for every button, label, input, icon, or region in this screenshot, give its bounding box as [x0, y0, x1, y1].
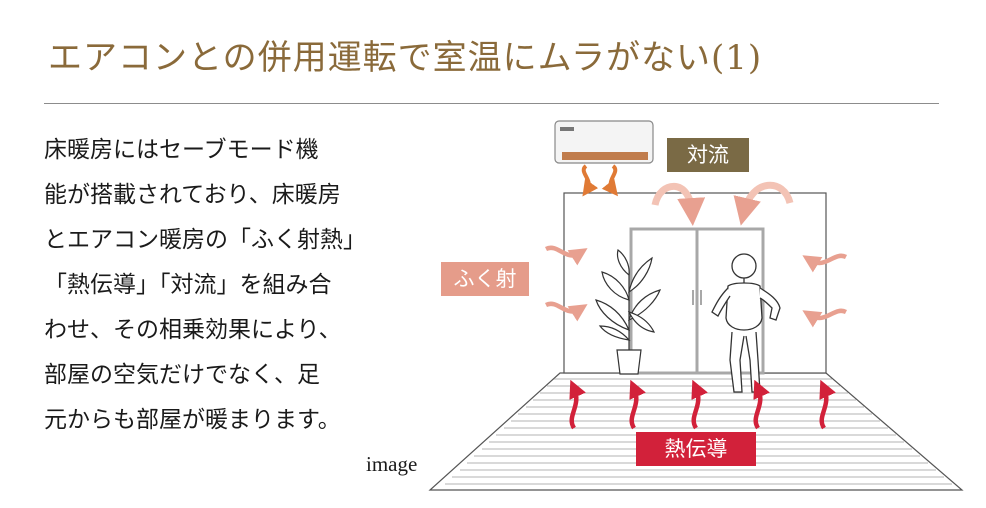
radiation-label: ふく射	[441, 262, 529, 296]
description-line: 元からも部屋が暖まります。	[44, 407, 341, 433]
description-line: とエアコン暖房の「ふく射熱」	[44, 227, 366, 253]
door-icon	[629, 227, 765, 375]
page-title: エアコンとの併用運転で室温にムラがない(1)	[48, 38, 763, 78]
convection-arrow	[733, 181, 794, 226]
convection-label: 対流	[667, 138, 749, 172]
radiation-arrow	[802, 253, 848, 328]
image-caption: image	[366, 452, 418, 476]
plant-icon	[595, 248, 662, 375]
description-line: 部屋の空気だけでなく、足	[44, 362, 320, 388]
floor-heat-arrow	[569, 379, 836, 430]
back-wall	[563, 192, 827, 374]
person-icon	[711, 253, 781, 393]
description-line: 「熱伝導」「対流」を組み合	[44, 272, 332, 298]
description: 床暖房にはセーブモード機 能が搭載されており、床暖房 とエアコン暖房の「ふく射熱…	[44, 128, 414, 443]
conduction-label: 熱伝導	[636, 432, 756, 466]
description-line: わせ、その相乗効果により、	[44, 317, 342, 343]
description-line: 能が搭載されており、床暖房	[44, 182, 341, 208]
convection-arrow	[651, 182, 706, 226]
description-line: 床暖房にはセーブモード機	[44, 137, 319, 163]
air-conditioner-icon	[554, 120, 654, 197]
title-divider	[44, 103, 939, 104]
radiation-arrow	[544, 245, 588, 322]
room-diagram	[428, 120, 964, 491]
